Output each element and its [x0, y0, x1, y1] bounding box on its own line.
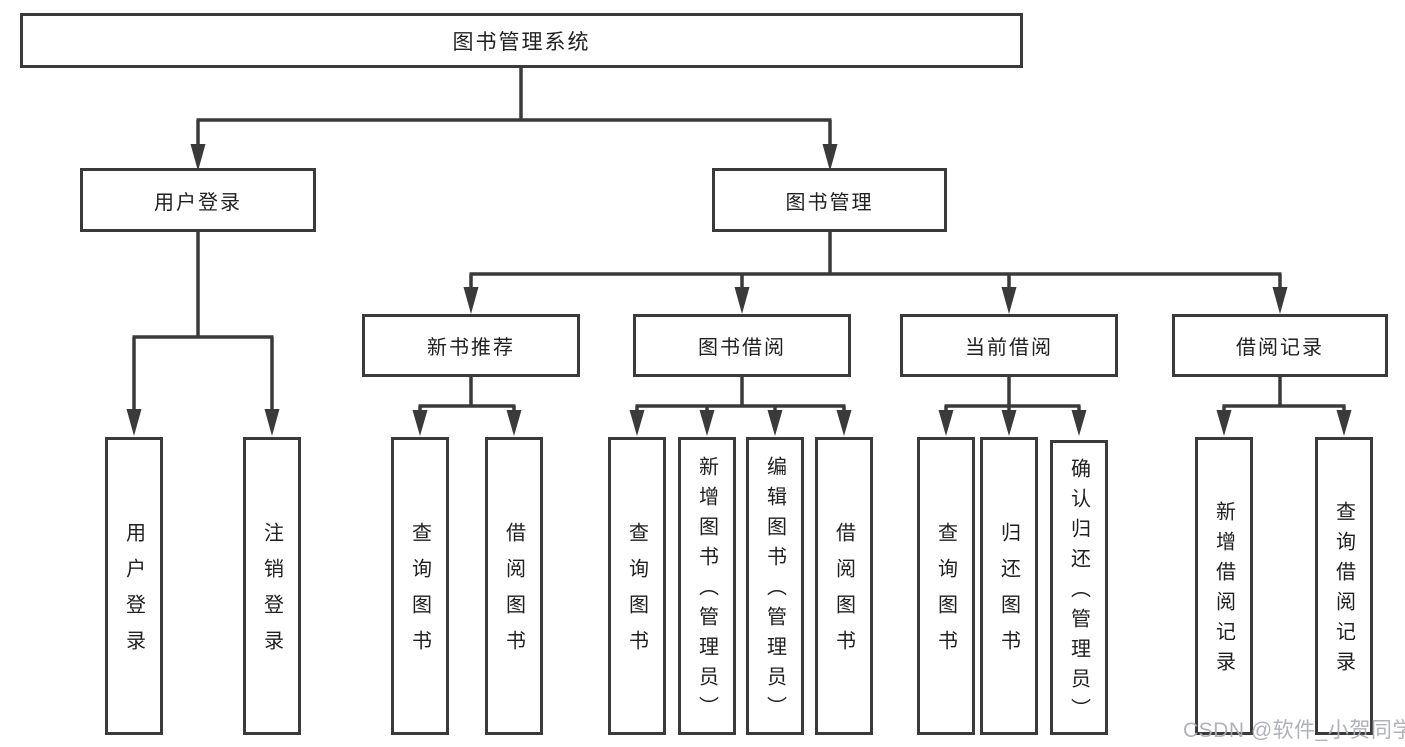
node-label: 用户登录	[122, 522, 145, 666]
node-label: 编辑图书（管理员）	[763, 456, 786, 726]
arrow-down-icon	[767, 410, 783, 436]
arrow-down-icon	[264, 409, 280, 436]
node-user-login-leaf: 用户登录	[105, 437, 163, 735]
node-new-book-recommendation: 新书推荐	[362, 314, 580, 377]
arrow-down-icons	[126, 144, 1352, 436]
node-br-add-record: 新增借阅记录	[1195, 437, 1253, 735]
node-logout-leaf: 注销登录	[243, 437, 301, 735]
node-label: 新增借阅记录	[1212, 501, 1235, 681]
node-label: 新增图书（管理员）	[695, 456, 718, 726]
node-bb-search-book: 查询图书	[608, 437, 666, 735]
node-book-borrowing: 图书借阅	[633, 314, 851, 377]
node-label: 图书借阅	[698, 337, 786, 359]
tree-connectors	[132, 68, 1346, 413]
node-label: 用户登录	[154, 191, 242, 214]
node-library-management-system: 图书管理系统	[20, 13, 1023, 68]
node-bb-edit-book-admin: 编辑图书（管理员）	[746, 437, 804, 735]
arrow-down-icon	[1071, 410, 1087, 436]
arrow-down-icon	[190, 144, 206, 171]
arrow-down-icon	[938, 410, 954, 436]
arrow-down-icon	[1336, 410, 1352, 436]
node-label: 当前借阅	[965, 337, 1053, 359]
arrow-down-icon	[412, 410, 428, 436]
node-label: 注销登录	[260, 522, 283, 666]
node-label: 新书推荐	[427, 337, 515, 359]
node-label: 确认归还（管理员）	[1067, 457, 1090, 728]
node-label: 借阅图书	[832, 522, 855, 666]
node-current-borrowing: 当前借阅	[900, 314, 1118, 377]
node-br-search-record: 查询借阅记录	[1315, 437, 1373, 735]
arrow-down-icon	[1216, 410, 1232, 436]
arrow-down-icon	[836, 410, 852, 436]
node-label: 借阅记录	[1236, 337, 1324, 359]
node-label: 图书管理	[785, 191, 874, 214]
arrow-down-icon	[506, 410, 522, 436]
node-nb-search-book: 查询图书	[391, 437, 449, 735]
node-cb-return-book: 归还图书	[980, 437, 1038, 735]
node-bb-borrow-book: 借阅图书	[815, 437, 873, 735]
node-label: 查询图书	[934, 522, 957, 666]
arrow-down-icon	[629, 410, 645, 436]
watermark: CSDN @软件_小贺同学	[1183, 719, 1405, 742]
arrow-down-icon	[1272, 287, 1288, 314]
node-cb-search-book: 查询图书	[917, 437, 975, 735]
node-cb-confirm-return-admin: 确认归还（管理员）	[1050, 440, 1108, 735]
arrow-down-icon	[699, 410, 715, 436]
arrow-down-icon	[1001, 287, 1017, 314]
node-label: 查询图书	[625, 522, 648, 666]
node-borrowing-records: 借阅记录	[1172, 314, 1388, 377]
arrow-down-icon	[734, 287, 750, 314]
node-label: 归还图书	[997, 522, 1020, 666]
node-book-management: 图书管理	[712, 168, 947, 232]
node-bb-add-book-admin: 新增图书（管理员）	[678, 437, 736, 735]
arrow-down-icon	[126, 409, 142, 436]
arrow-down-icon	[463, 287, 479, 314]
node-label: 借阅图书	[502, 522, 525, 666]
arrow-down-icon	[1001, 410, 1017, 436]
arrow-down-icon	[822, 144, 838, 171]
node-nb-borrow-book: 借阅图书	[485, 437, 543, 735]
node-label: 图书管理系统	[452, 30, 591, 54]
node-label: 查询借阅记录	[1332, 501, 1355, 681]
node-label: 查询图书	[408, 522, 431, 666]
node-user-login: 用户登录	[80, 168, 316, 232]
